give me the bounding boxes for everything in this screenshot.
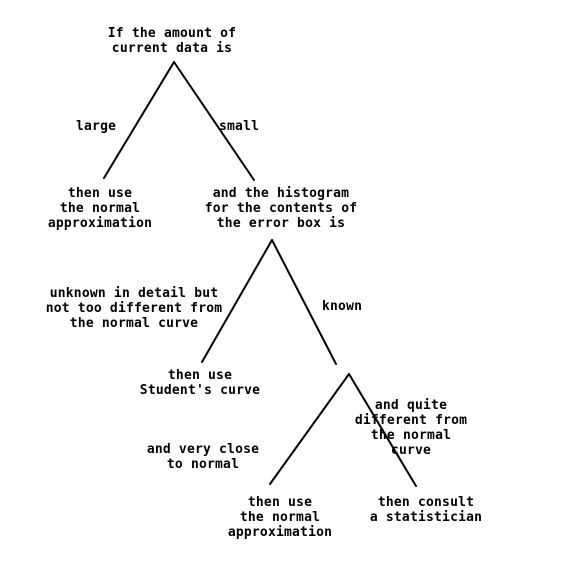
outcome-consult-statistician: then consult a statistician: [369, 495, 483, 525]
branch-label-known: known: [322, 299, 363, 314]
node-histogram-question: and the histogram for the contents of th…: [204, 186, 358, 231]
branch-label-different: and quite different from the normal curv…: [354, 398, 468, 458]
outcome-students-curve: then use Student's curve: [139, 368, 261, 398]
branch-label-unknown: unknown in detail but not too different …: [45, 286, 223, 331]
branch-line-different: [348, 373, 417, 487]
outcome-normal-approximation-close: then use the normal approximation: [227, 495, 333, 540]
branch-line-known: [271, 239, 337, 365]
branch-label-close: and very close to normal: [146, 442, 260, 472]
outcome-normal-approximation-large: then use the normal approximation: [47, 186, 153, 231]
root-question: If the amount of current data is: [107, 26, 237, 56]
branch-label-small: small: [219, 119, 260, 134]
branch-line-close: [269, 373, 350, 485]
branch-line-large: [103, 61, 175, 179]
branch-label-large: large: [76, 119, 117, 134]
branch-line-unknown: [201, 239, 273, 363]
branch-line-small: [173, 61, 255, 181]
